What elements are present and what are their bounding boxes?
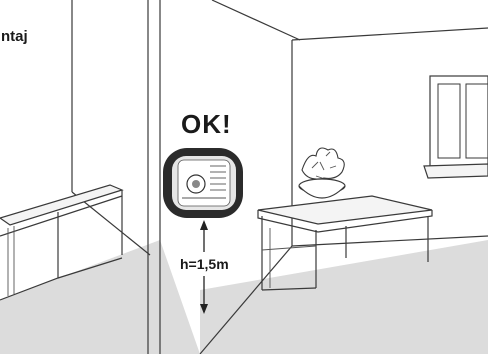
floor-right	[200, 240, 488, 354]
ok-callout: OK!	[181, 109, 232, 139]
plant-bowl	[299, 148, 345, 198]
thermostat-device	[163, 148, 243, 218]
heading-text: ntaj	[1, 28, 28, 45]
height-label: h=1,5m	[180, 256, 229, 272]
back-wall-left	[72, 0, 150, 255]
floor	[0, 240, 200, 354]
window	[424, 76, 488, 178]
